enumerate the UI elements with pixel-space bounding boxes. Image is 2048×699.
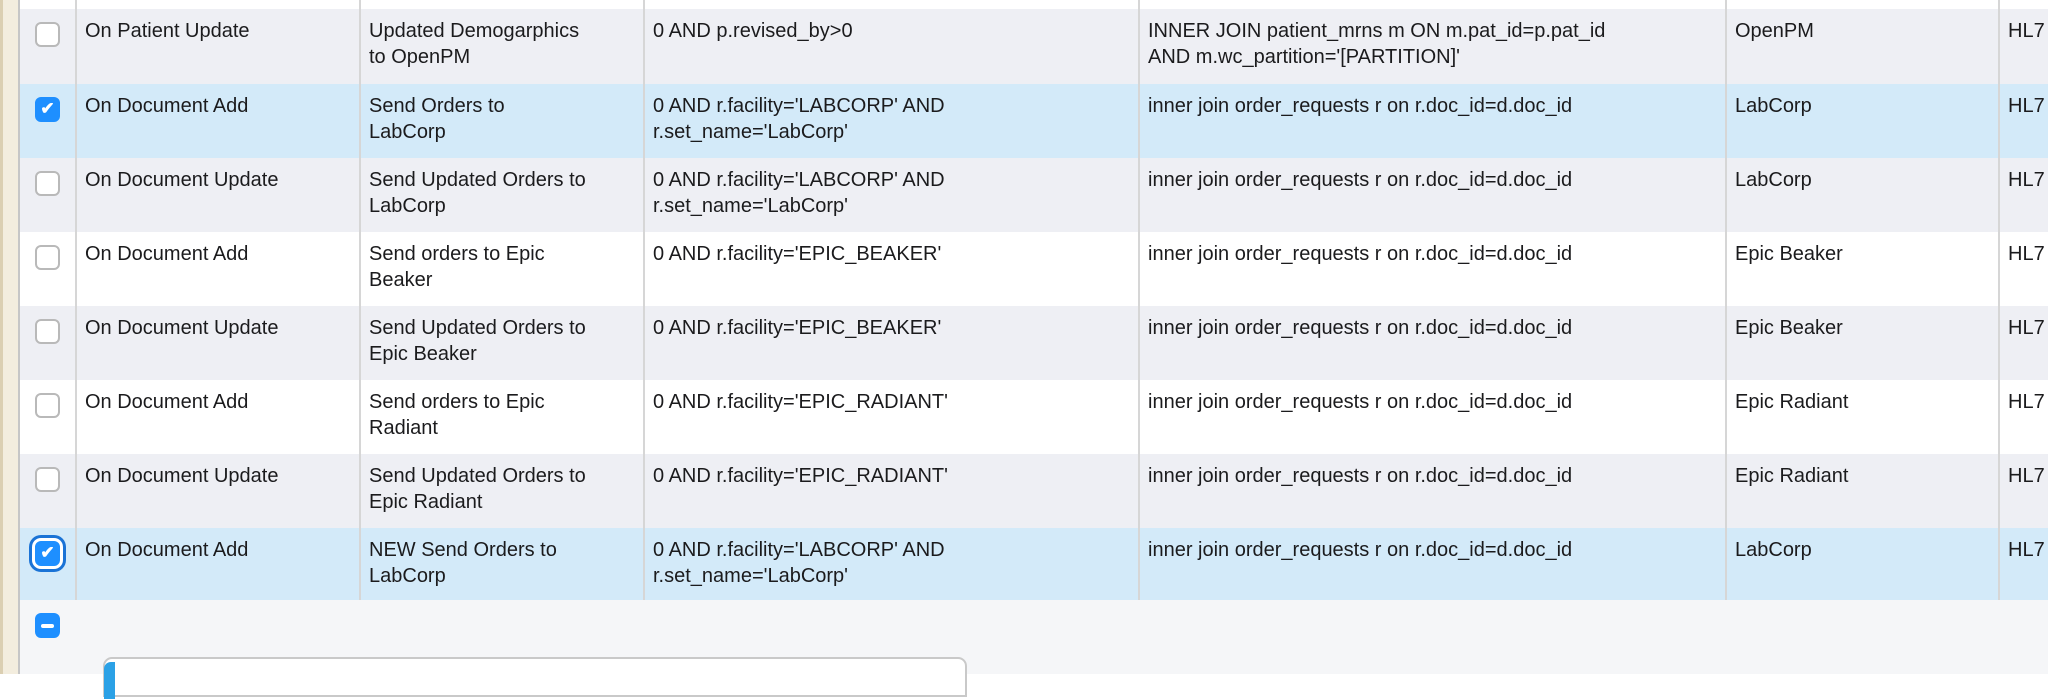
check-icon: ✔ — [40, 99, 55, 118]
join-clause-cell: inner join order_requests r on r.doc_id=… — [1140, 158, 1727, 232]
row-checkbox[interactable] — [35, 319, 60, 344]
description-cell: Send Orders to LabCorp — [361, 84, 645, 158]
event-cell: On Document Add — [77, 232, 361, 306]
target-system-cell: OpenPM — [1727, 9, 2000, 84]
event-cell: On Document Add — [77, 528, 361, 600]
event-cell: On Document Update — [77, 158, 361, 232]
description-cell: Send orders to Epic Radiant — [361, 380, 645, 454]
condition-cell: 0 AND r.facility='LABCORP' AND r.set_nam… — [645, 84, 1140, 158]
row-checkbox[interactable] — [35, 22, 60, 47]
remove-row-button[interactable] — [35, 613, 60, 638]
event-cell: On Document Update — [77, 306, 361, 380]
event-cell: On Document Add — [77, 380, 361, 454]
checkbox-cell — [20, 306, 77, 380]
check-icon: ✔ — [40, 543, 55, 562]
join-clause-cell: inner join order_requests r on r.doc_id=… — [1140, 306, 1727, 380]
row-checkbox[interactable]: ✔ — [35, 97, 60, 122]
condition-cell: 0 AND r.facility='LABCORP' AND r.set_nam… — [645, 158, 1140, 232]
protocol-cell: HL7 — [2000, 528, 2048, 600]
checkbox-cell: ✔ — [20, 84, 77, 158]
panel-accent-bar — [104, 662, 115, 699]
condition-cell: 0 AND r.facility='LABCORP' AND r.set_nam… — [645, 528, 1140, 600]
protocol-cell: HL7 — [2000, 454, 2048, 528]
row-checkbox[interactable] — [35, 467, 60, 492]
join-clause-cell: inner join order_requests r on r.doc_id=… — [1140, 84, 1727, 158]
protocol-cell: HL7 — [2000, 306, 2048, 380]
row-checkbox[interactable] — [35, 171, 60, 196]
checkbox-cell — [20, 232, 77, 306]
target-system-cell: Epic Beaker — [1727, 232, 2000, 306]
minus-icon — [41, 623, 54, 628]
join-clause-cell: inner join order_requests r on r.doc_id=… — [1140, 454, 1727, 528]
detail-panel[interactable] — [103, 657, 967, 699]
row-checkbox[interactable]: ✔ — [35, 541, 60, 566]
event-cell: On Document Update — [77, 454, 361, 528]
event-cell: On Document Add — [77, 84, 361, 158]
target-system-cell: Epic Radiant — [1727, 454, 2000, 528]
checkbox-cell — [20, 158, 77, 232]
target-system-cell: LabCorp — [1727, 84, 2000, 158]
condition-cell: 0 AND r.facility='EPIC_BEAKER' — [645, 232, 1140, 306]
join-clause-cell: inner join order_requests r on r.doc_id=… — [1140, 232, 1727, 306]
condition-cell: 0 AND p.revised_by>0 — [645, 9, 1140, 84]
protocol-cell: HL7 — [2000, 380, 2048, 454]
checkbox-cell — [20, 380, 77, 454]
condition-cell: 0 AND r.facility='EPIC_RADIANT' — [645, 380, 1140, 454]
description-cell: Updated Demogarphics to OpenPM — [361, 9, 645, 84]
row-checkbox[interactable] — [35, 393, 60, 418]
join-clause-cell: inner join order_requests r on r.doc_id=… — [1140, 380, 1727, 454]
table-header-clipped — [20, 0, 2048, 13]
left-gutter — [0, 0, 18, 674]
join-clause-cell: inner join order_requests r on r.doc_id=… — [1140, 528, 1727, 600]
join-clause-cell: INNER JOIN patient_mrns m ON m.pat_id=p.… — [1140, 9, 1727, 84]
description-cell: Send Updated Orders to Epic Radiant — [361, 454, 645, 528]
protocol-cell: HL7 — [2000, 84, 2048, 158]
protocol-cell: HL7 — [2000, 232, 2048, 306]
checkbox-cell: ✔ — [20, 528, 77, 600]
row-checkbox[interactable] — [35, 245, 60, 270]
description-cell: Send Updated Orders to LabCorp — [361, 158, 645, 232]
description-cell: Send Updated Orders to Epic Beaker — [361, 306, 645, 380]
description-cell: Send orders to Epic Beaker — [361, 232, 645, 306]
protocol-cell: HL7 — [2000, 9, 2048, 84]
target-system-cell: Epic Beaker — [1727, 306, 2000, 380]
protocol-cell: HL7 — [2000, 158, 2048, 232]
target-system-cell: Epic Radiant — [1727, 380, 2000, 454]
checkbox-cell — [20, 9, 77, 84]
description-cell: NEW Send Orders to LabCorp — [361, 528, 645, 600]
target-system-cell: LabCorp — [1727, 528, 2000, 600]
condition-cell: 0 AND r.facility='EPIC_RADIANT' — [645, 454, 1140, 528]
event-cell: On Patient Update — [77, 9, 361, 84]
checkbox-cell — [20, 454, 77, 528]
condition-cell: 0 AND r.facility='EPIC_BEAKER' — [645, 306, 1140, 380]
target-system-cell: LabCorp — [1727, 158, 2000, 232]
